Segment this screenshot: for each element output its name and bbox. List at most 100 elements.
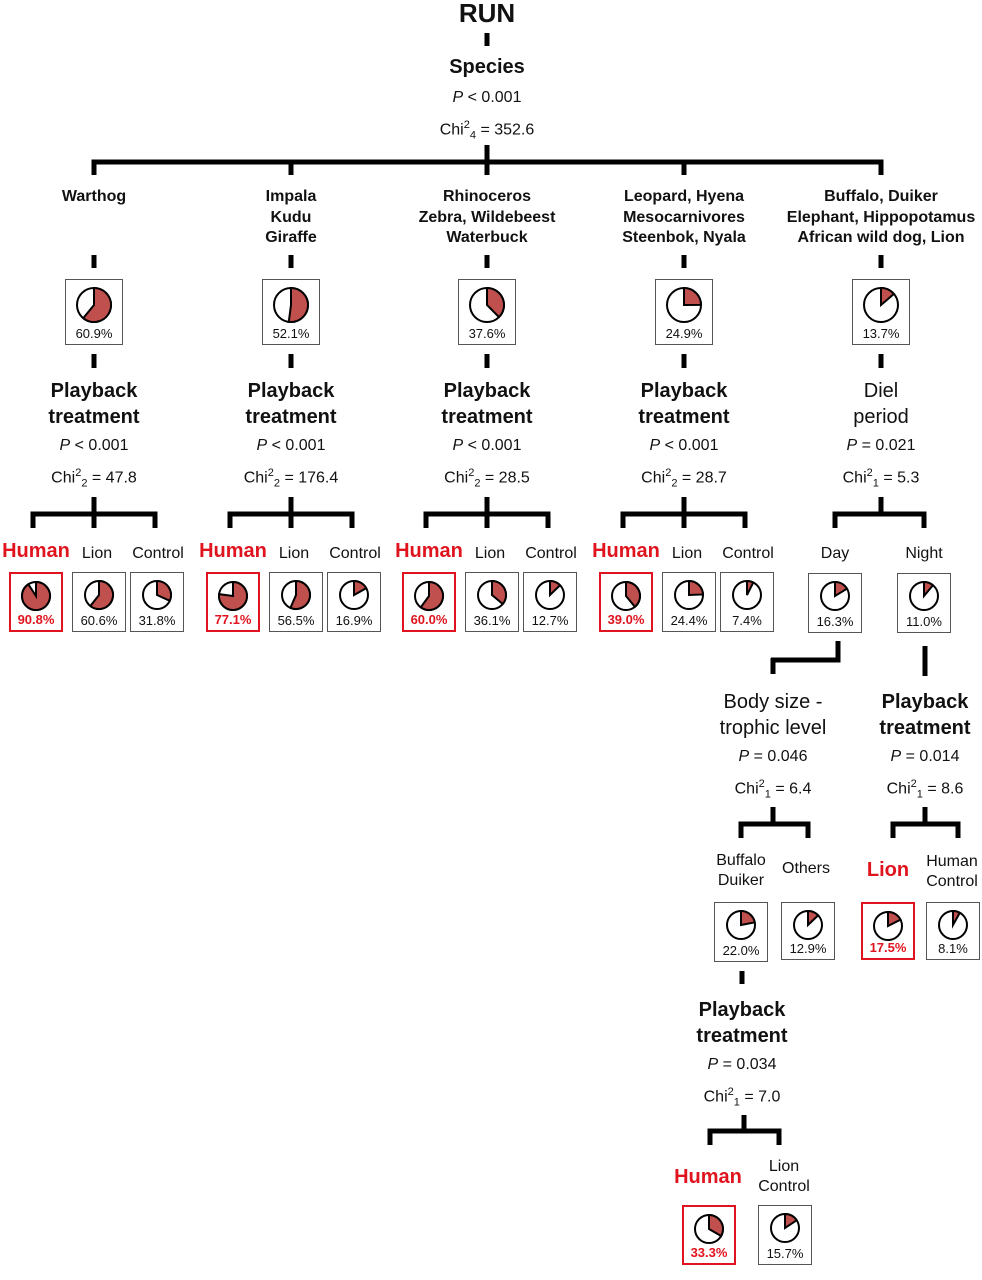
p-value: P = 0.014 — [891, 747, 960, 767]
pie-percent-label: 56.5% — [277, 613, 315, 628]
p-value-text: = 0.034 — [718, 1056, 777, 1073]
category-line: Control — [525, 545, 577, 562]
chi-part: 2 — [671, 477, 678, 490]
species-chi-square: Chi24 = 352.6 — [440, 115, 535, 146]
chi-part: = 6.4 — [770, 780, 812, 798]
chi-part: 2 — [468, 467, 475, 479]
pie-box: 22.0% — [714, 902, 768, 962]
pie-slice — [952, 909, 962, 929]
chi-part: Chi — [444, 469, 469, 487]
chi-part: 2 — [474, 477, 481, 490]
category-line: Buffalo — [716, 852, 766, 869]
p-value-text: < 0.001 — [463, 437, 522, 454]
night-split-title-line: Playback — [881, 691, 969, 713]
chi-part: 2 — [273, 477, 280, 490]
chi-part: Chi — [842, 469, 867, 487]
category-line: Control — [758, 1178, 810, 1195]
pie-chart — [820, 580, 850, 611]
p-value: P < 0.001 — [257, 436, 326, 456]
species-group-line: Impala — [265, 188, 317, 205]
chi-part: 2 — [727, 1086, 734, 1098]
chi-part: 2 — [665, 467, 672, 479]
pie-percent-label: 24.4% — [670, 613, 708, 628]
chi-square: Chi22 = 28.7 — [641, 463, 727, 494]
category-label: Control — [329, 544, 381, 564]
pie-percent-label: 22.0% — [722, 943, 760, 958]
category-line: Others — [781, 860, 831, 877]
pie-box: 37.6% — [458, 279, 516, 345]
pie-percent-label: 7.4% — [732, 613, 762, 628]
pie-percent-label: 24.9% — [665, 326, 703, 341]
pie-percent-label: 60.9% — [75, 326, 113, 341]
buffalo-split-title-line: Playback — [698, 999, 786, 1021]
category-label: Human — [592, 541, 660, 561]
species-node-title: Species — [449, 56, 525, 78]
pie-slice — [887, 910, 902, 928]
category-label: Lion — [279, 544, 309, 564]
species-group-line: Giraffe — [265, 229, 317, 246]
pie-percent-label: 12.7% — [531, 613, 569, 628]
root-title: RUN — [458, 0, 516, 28]
category-label: Human — [395, 541, 463, 561]
chi-part: 4 — [469, 129, 476, 142]
category-line: Lion — [81, 545, 113, 562]
pie-box: 77.1% — [206, 572, 260, 632]
pie-percent-label: 52.1% — [272, 326, 310, 341]
species-group-line: Kudu — [270, 208, 312, 226]
species-group-line: Rhinoceros — [442, 188, 531, 205]
pie-slice — [746, 579, 755, 596]
split-title-line: treatment — [638, 406, 730, 428]
pie-box: 36.1% — [465, 572, 519, 632]
pie-chart — [339, 579, 369, 610]
pie-percent-label: 17.5% — [869, 940, 907, 955]
pie-chart — [535, 579, 565, 610]
pie-chart — [142, 579, 172, 610]
split-title-line: Diel — [863, 380, 899, 402]
pie-slice — [218, 580, 248, 611]
pie-percent-label: 90.8% — [17, 612, 55, 627]
pie-slice — [81, 286, 112, 323]
chi-part: = 28.5 — [480, 469, 530, 487]
pie-chart — [469, 286, 505, 323]
pie-slice — [419, 580, 444, 611]
pie-box: 17.5% — [861, 902, 915, 960]
pie-box: 24.4% — [662, 572, 716, 632]
pie-slice — [784, 1212, 799, 1230]
chi-part: = 176.4 — [279, 469, 339, 487]
category-line: Lion — [278, 545, 310, 562]
category-label: Others — [782, 859, 830, 879]
pie-chart — [21, 580, 51, 611]
category-label: Control — [722, 544, 774, 564]
species-p-value: P < 0.001 — [453, 88, 522, 108]
pie-slice — [287, 286, 309, 323]
chi-part: 2 — [463, 119, 470, 131]
night-split-title-line: treatment — [879, 717, 971, 739]
pie-slice — [491, 579, 507, 606]
chi-part: Chi — [439, 121, 464, 139]
pie-slice — [923, 580, 935, 599]
pie-percent-label: 31.8% — [138, 613, 176, 628]
pie-slice — [807, 909, 820, 928]
chi-part: 2 — [75, 467, 82, 479]
body-size-title: Body size -trophic level — [720, 689, 827, 741]
chi-part: 1 — [733, 1096, 740, 1109]
category-line: Human — [2, 540, 70, 562]
p-symbol: P — [649, 437, 661, 454]
species-group-line: Mesocarnivores — [623, 208, 745, 226]
pie-slice — [834, 580, 849, 598]
category-line: Night — [905, 545, 943, 562]
p-symbol: P — [452, 437, 464, 454]
chi-square: Chi21 = 8.6 — [887, 774, 964, 805]
pie-box: 33.3% — [682, 1205, 736, 1265]
p-symbol: P — [256, 437, 268, 454]
pie-box: 31.8% — [130, 572, 184, 632]
pie-chart — [674, 579, 705, 610]
chi-part: 2 — [910, 778, 917, 790]
pie-slice — [21, 580, 51, 611]
species-group-label: Warthog — [62, 187, 126, 208]
pie-box: 15.7% — [758, 1205, 812, 1265]
